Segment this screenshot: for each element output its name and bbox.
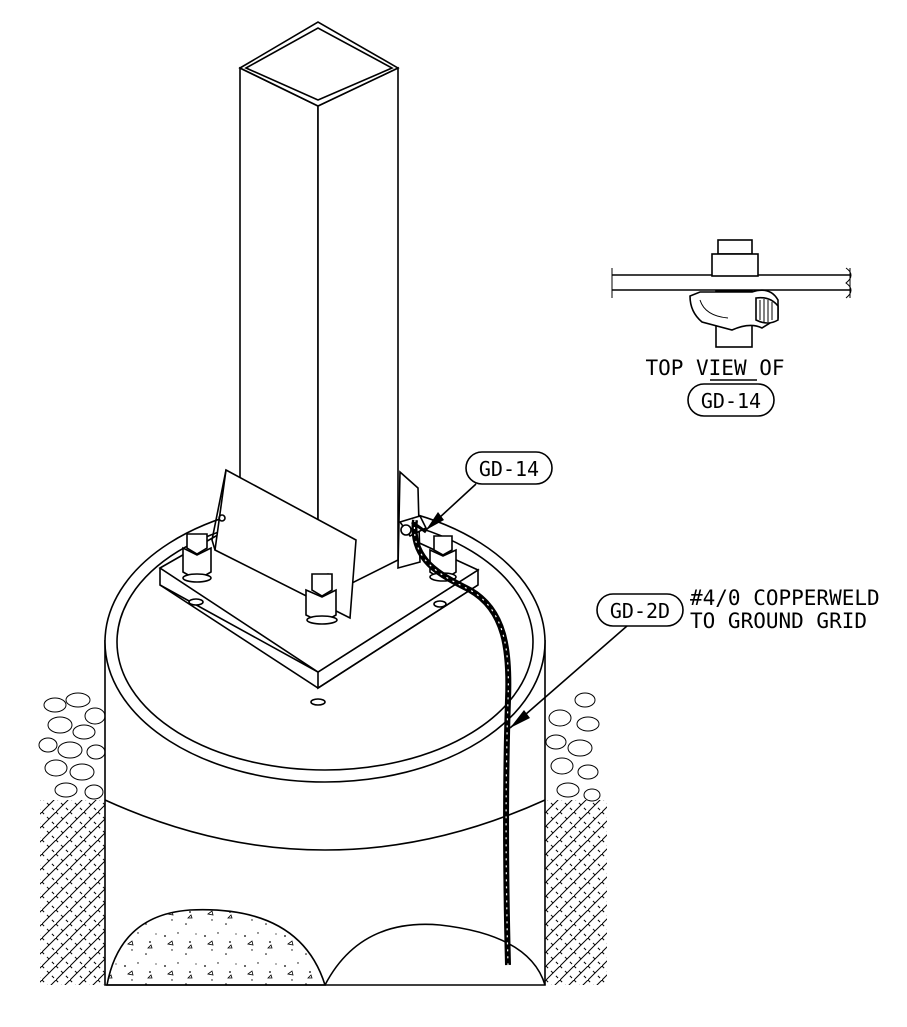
soil-right	[542, 692, 607, 985]
ground-conductor	[411, 519, 512, 966]
callout-gd2d-label: GD-2D	[610, 599, 670, 623]
callout-gd14-label: GD-14	[479, 457, 539, 481]
conductor-note-line2: TO GROUND GRID	[690, 609, 867, 633]
anchor-bolt-2	[305, 573, 338, 706]
top-view-title: TOP VIEW OF	[645, 356, 784, 380]
callout-gd14: GD-14	[425, 451, 553, 531]
top-view-inset: TOP VIEW OF GD-14	[611, 239, 852, 417]
gravel-right	[545, 692, 601, 802]
anchor-bolt-1	[182, 533, 212, 606]
top-view-tag: GD-14	[701, 389, 761, 413]
steel-post	[238, 21, 400, 602]
callout-gd2d: GD-2D #4/0 COPPERWELD TO GROUND GRID	[509, 586, 880, 729]
soil-left	[38, 692, 108, 985]
gravel-left	[38, 692, 106, 800]
conductor-note-line1: #4/0 COPPERWELD	[690, 586, 880, 610]
